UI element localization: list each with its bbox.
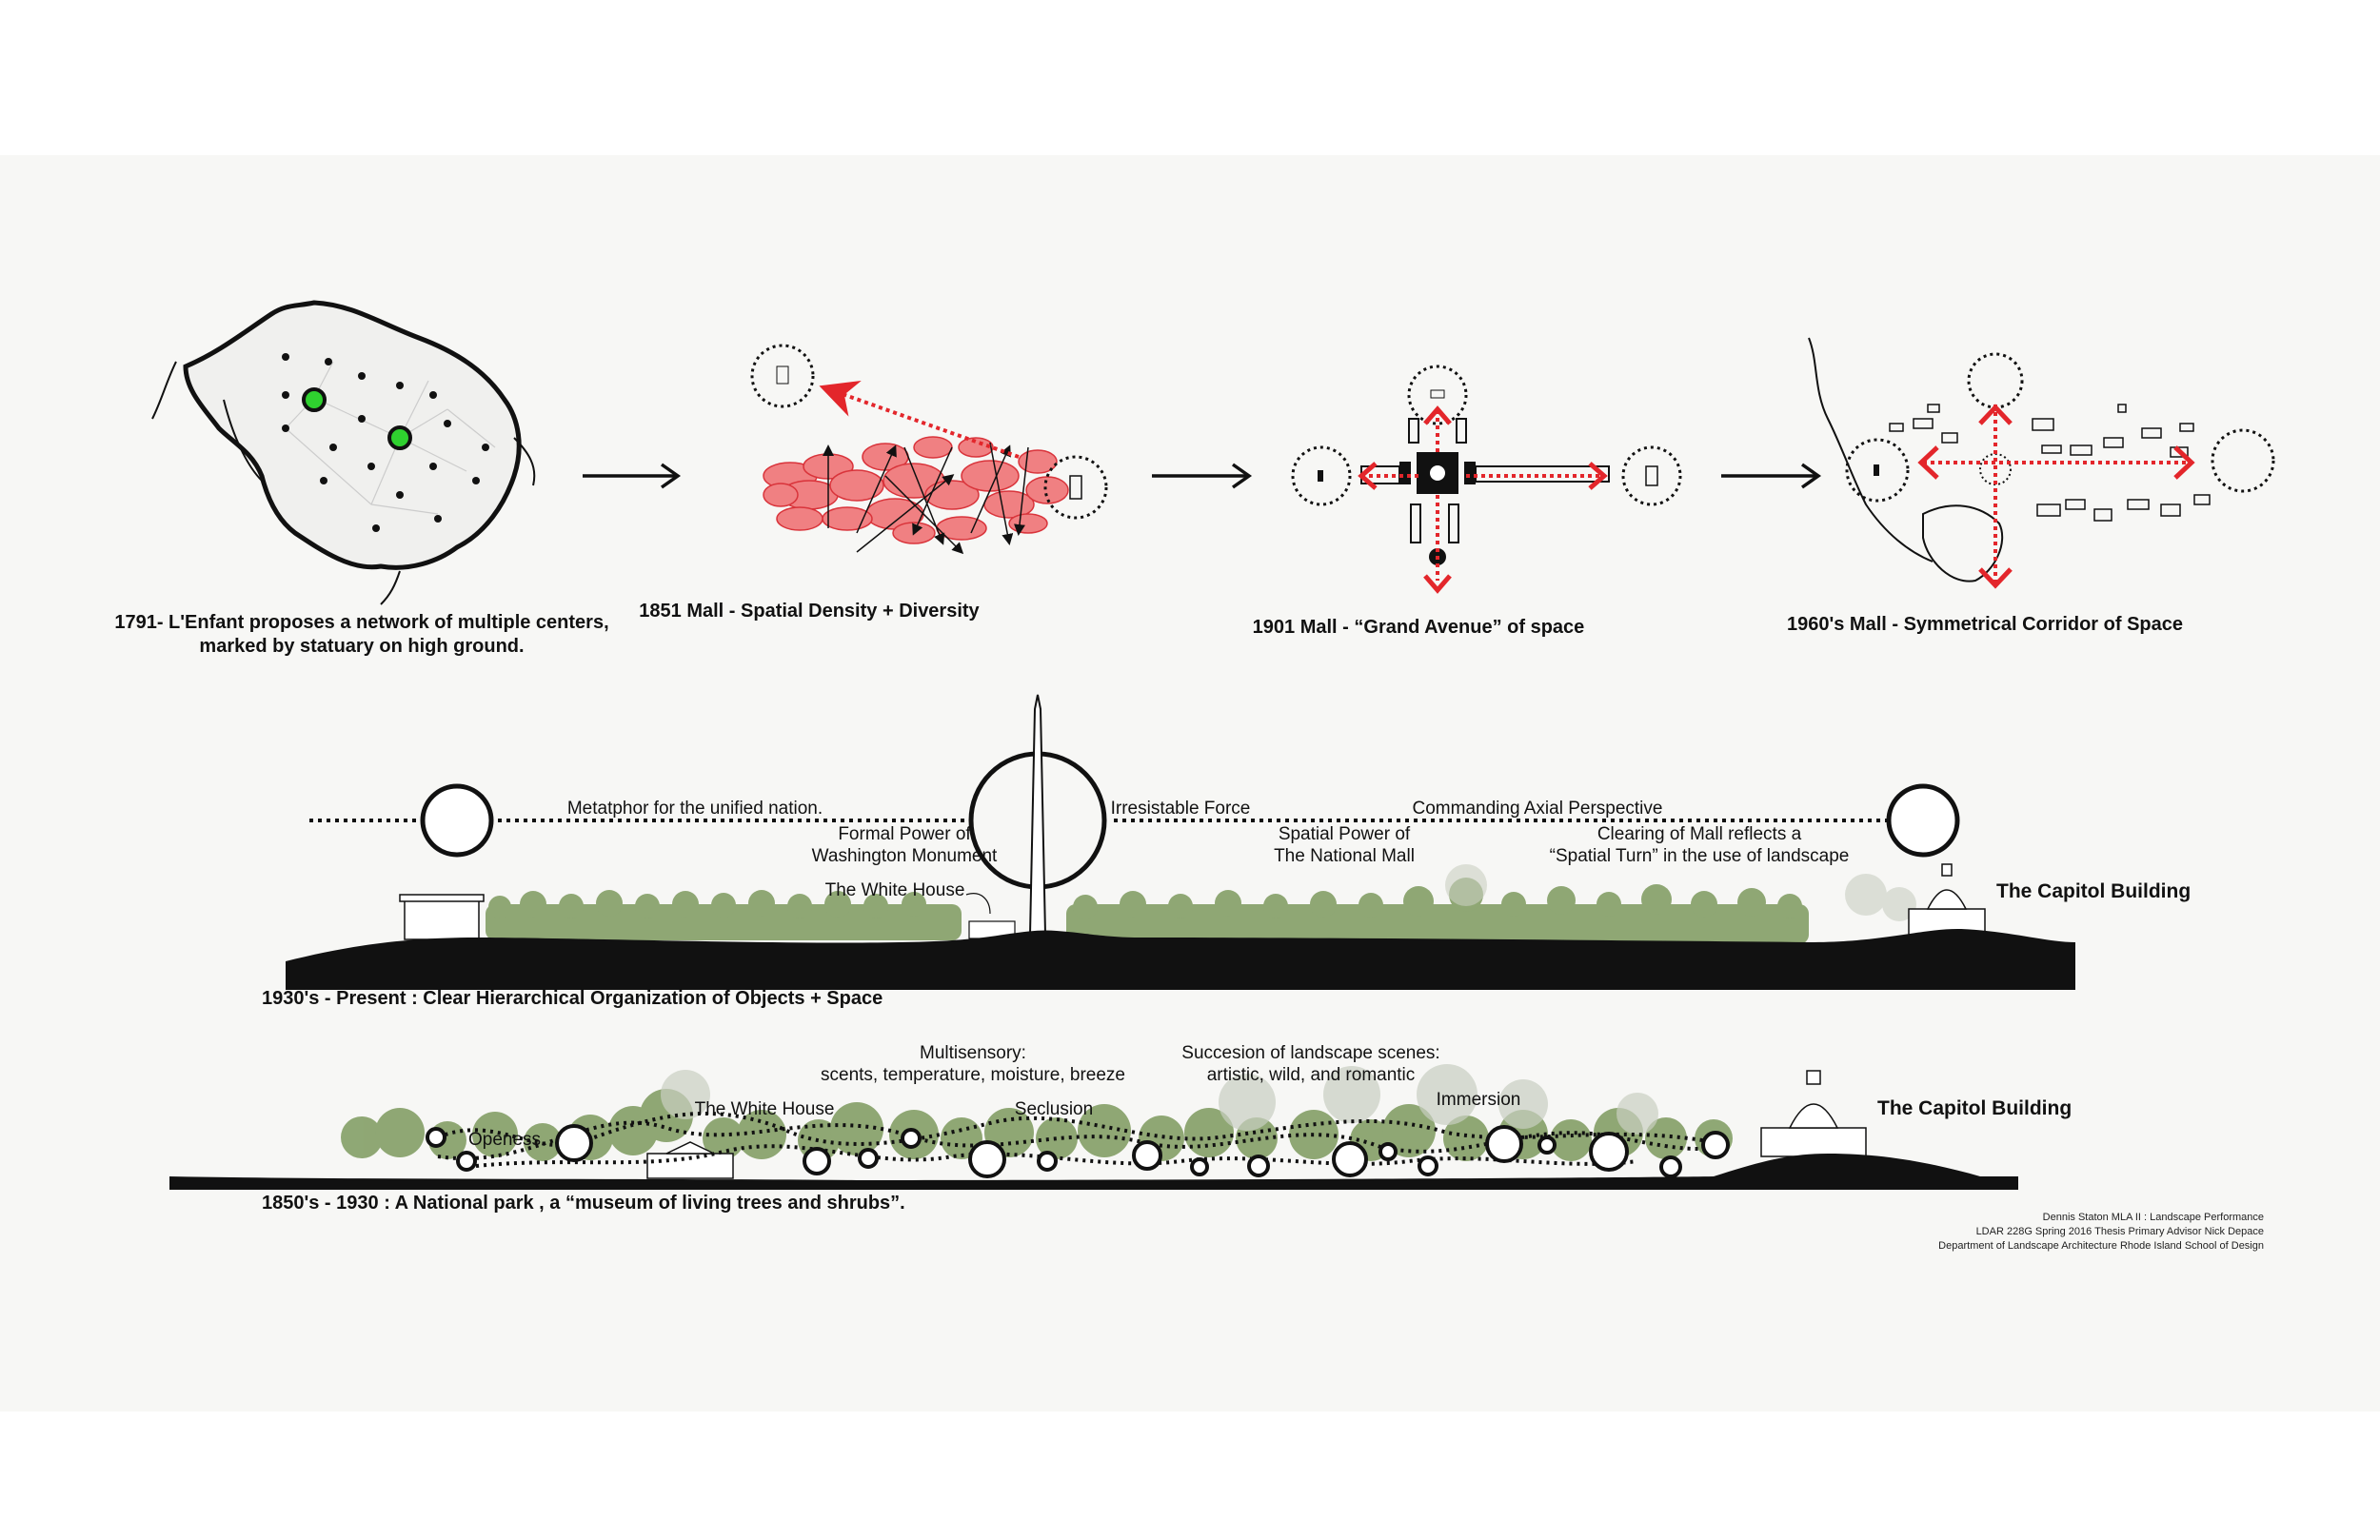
label-white-house-2: The White House [695,1099,835,1119]
label-capitol-2: The Capitol Building [1877,1097,2072,1119]
credit-line-2: LDAR 228G Spring 2016 Thesis Primary Adv… [1976,1226,2264,1237]
label-succession-1: Succesion of landscape scenes: [1181,1043,1439,1063]
label-succession-2: artistic, wild, and romantic [1207,1065,1416,1085]
transition-arrow-3 [1721,464,1818,487]
label-metaphor: Metatphor for the unified nation. [567,799,823,819]
label-commanding: Commanding Axial Perspective [1413,799,1663,819]
label-white-house-1: The White House [825,880,965,900]
caption-1901: 1901 Mall - “Grand Avenue” of space [1253,617,1585,638]
washington-monument [1030,695,1045,935]
capitol-building-2 [1761,1071,1866,1156]
map-1901 [1293,366,1680,590]
caption-1791-line2: marked by statuary on high ground. [199,636,524,657]
label-clearing-2: “Spatial Turn” in the use of landscape [1550,846,1850,866]
label-irresistable: Irresistable Force [1111,799,1251,819]
transition-arrow-1 [583,464,678,487]
label-capitol-1: The Capitol Building [1996,880,2191,902]
center-marker-1 [304,389,325,410]
label-multisensory-1: Multisensory: [920,1043,1026,1063]
label-formal-power-2: Washington Monument [812,846,998,866]
caption-1791-line1: 1791- L'Enfant proposes a network of mul… [114,612,608,633]
caption-present: 1930's - Present : Clear Hierarchical Or… [262,988,883,1009]
node-circle-lincoln [423,786,491,855]
credit-line-1: Dennis Staton MLA II : Landscape Perform… [2043,1212,2264,1223]
label-immersion: Immersion [1437,1090,1521,1110]
capitol-building-1 [1909,864,1985,938]
label-formal-power-1: Formal Power of [838,824,971,844]
label-spatial-power-2: The National Mall [1274,846,1415,866]
label-multisensory-2: scents, temperature, moisture, breeze [821,1065,1125,1085]
caption-1960: 1960's Mall - Symmetrical Corridor of Sp… [1787,614,2183,635]
transition-arrow-2 [1152,464,1249,487]
label-seclusion: Seclusion [1015,1099,1093,1119]
map-1960 [1809,338,2273,585]
lincoln-memorial [400,895,484,939]
center-marker-2 [389,427,410,448]
credit-line-3: Department of Landscape Architecture Rho… [1938,1240,2264,1252]
label-spatial-power-1: Spatial Power of [1279,824,1411,844]
label-clearing-1: Clearing of Mall reflects a [1597,824,1802,844]
map-1851 [752,346,1106,552]
section-present [286,695,2075,990]
caption-park: 1850's - 1930 : A National park , a “mus… [262,1193,905,1214]
label-openess: Openess [468,1130,541,1150]
caption-1851: 1851 Mall - Spatial Density + Diversity [639,601,980,622]
node-circle-capitol [1889,786,1957,855]
map-1791 [152,303,534,604]
